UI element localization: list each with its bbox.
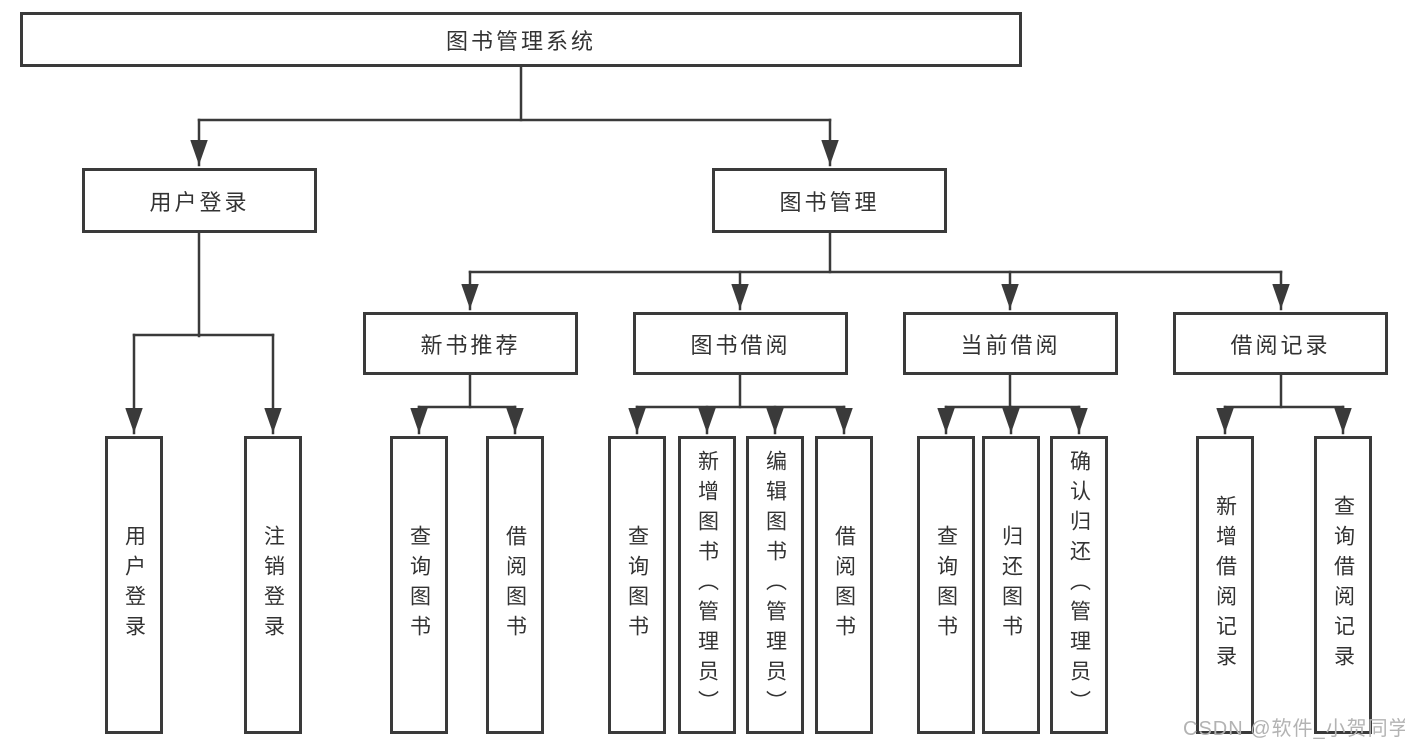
node-borrow-records: 借阅记录 — [1173, 312, 1388, 375]
leaf-newbooks-borrow: 借阅图书 — [486, 436, 544, 734]
leaf-borrow-borrow: 借阅图书 — [815, 436, 873, 734]
leaf-newbooks-query-label: 查询图书 — [407, 525, 431, 645]
node-current-borrow: 当前借阅 — [903, 312, 1118, 375]
leaf-borrow-edit-admin: 编辑图书（管理员） — [746, 436, 804, 734]
leaf-newbooks-borrow-label: 借阅图书 — [503, 525, 527, 645]
node-book-borrow-label: 图书借阅 — [690, 332, 791, 358]
node-book-management: 图书管理 — [712, 168, 947, 233]
leaf-borrow-edit-admin-label: 编辑图书（管理员） — [763, 450, 787, 720]
node-book-borrow: 图书借阅 — [633, 312, 848, 375]
leaf-current-query: 查询图书 — [917, 436, 975, 734]
node-new-book-recommend: 新书推荐 — [363, 312, 578, 375]
node-user-login-label: 用户登录 — [149, 189, 250, 215]
node-current-borrow-label: 当前借阅 — [960, 332, 1061, 358]
leaf-newbooks-query: 查询图书 — [390, 436, 448, 734]
leaf-current-return: 归还图书 — [982, 436, 1040, 734]
node-user-login: 用户登录 — [82, 168, 317, 233]
leaf-records-add: 新增借阅记录 — [1196, 436, 1254, 734]
leaf-current-confirm-admin-label: 确认归还（管理员） — [1067, 450, 1091, 720]
leaf-current-query-label: 查询图书 — [934, 525, 958, 645]
leaf-borrow-query: 查询图书 — [608, 436, 666, 734]
leaf-borrow-query-label: 查询图书 — [625, 525, 649, 645]
leaf-records-query: 查询借阅记录 — [1314, 436, 1372, 734]
leaf-user-login-label: 用户登录 — [122, 525, 146, 645]
watermark: CSDN @软件_小贺同学 — [1183, 718, 1405, 740]
leaf-logout: 注销登录 — [244, 436, 302, 734]
leaf-records-query-label: 查询借阅记录 — [1331, 495, 1355, 675]
node-library-system: 图书管理系统 — [20, 12, 1022, 67]
leaf-current-confirm-admin: 确认归还（管理员） — [1050, 436, 1108, 734]
node-book-management-label: 图书管理 — [779, 189, 880, 215]
leaf-user-login: 用户登录 — [105, 436, 163, 734]
leaf-current-return-label: 归还图书 — [999, 525, 1023, 645]
node-new-book-recommend-label: 新书推荐 — [420, 332, 521, 358]
node-borrow-records-label: 借阅记录 — [1230, 332, 1331, 358]
leaf-borrow-add-admin-label: 新增图书（管理员） — [695, 450, 719, 720]
leaf-borrow-borrow-label: 借阅图书 — [832, 525, 856, 645]
leaf-records-add-label: 新增借阅记录 — [1213, 495, 1237, 675]
node-library-system-label: 图书管理系统 — [445, 28, 596, 54]
leaf-borrow-add-admin: 新增图书（管理员） — [678, 436, 736, 734]
leaf-logout-label: 注销登录 — [261, 525, 285, 645]
